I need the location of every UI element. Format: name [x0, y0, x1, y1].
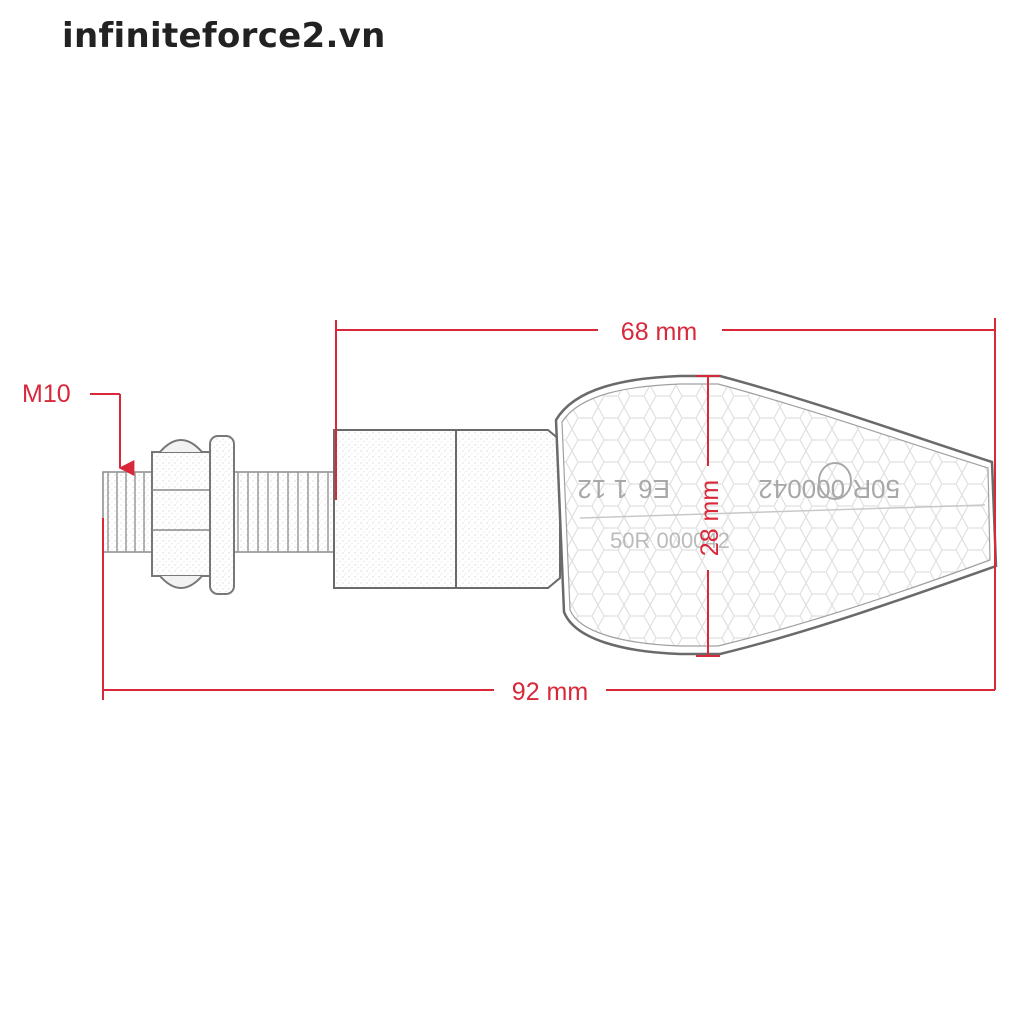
dimension-label-92: 92 mm — [512, 678, 588, 706]
dimension-body-length: 68 mm — [335, 318, 996, 690]
lens-mark-secondary: 50R 000042 — [610, 528, 730, 553]
callout-label-m10: M10 — [22, 380, 71, 408]
lens-mark-number: 1 12 — [577, 474, 628, 504]
stem-housing — [333, 429, 561, 589]
lens: 50R 000042 E6 1 12 50R 000042 — [554, 374, 998, 656]
dimension-label-68: 68 mm — [621, 318, 697, 346]
callout-thread-size: M10 — [22, 380, 135, 476]
dimension-total-length: 92 mm — [102, 518, 995, 706]
lens-mark-emark: E6 — [638, 474, 670, 504]
watermark: infiniteforce2.vn — [62, 16, 386, 56]
dimension-lens-height: 28 mm — [696, 375, 724, 657]
lens-mark-code: 50R 000042 — [758, 474, 900, 504]
hex-nut — [151, 435, 235, 595]
dimension-label-28: 28 mm — [696, 480, 724, 556]
